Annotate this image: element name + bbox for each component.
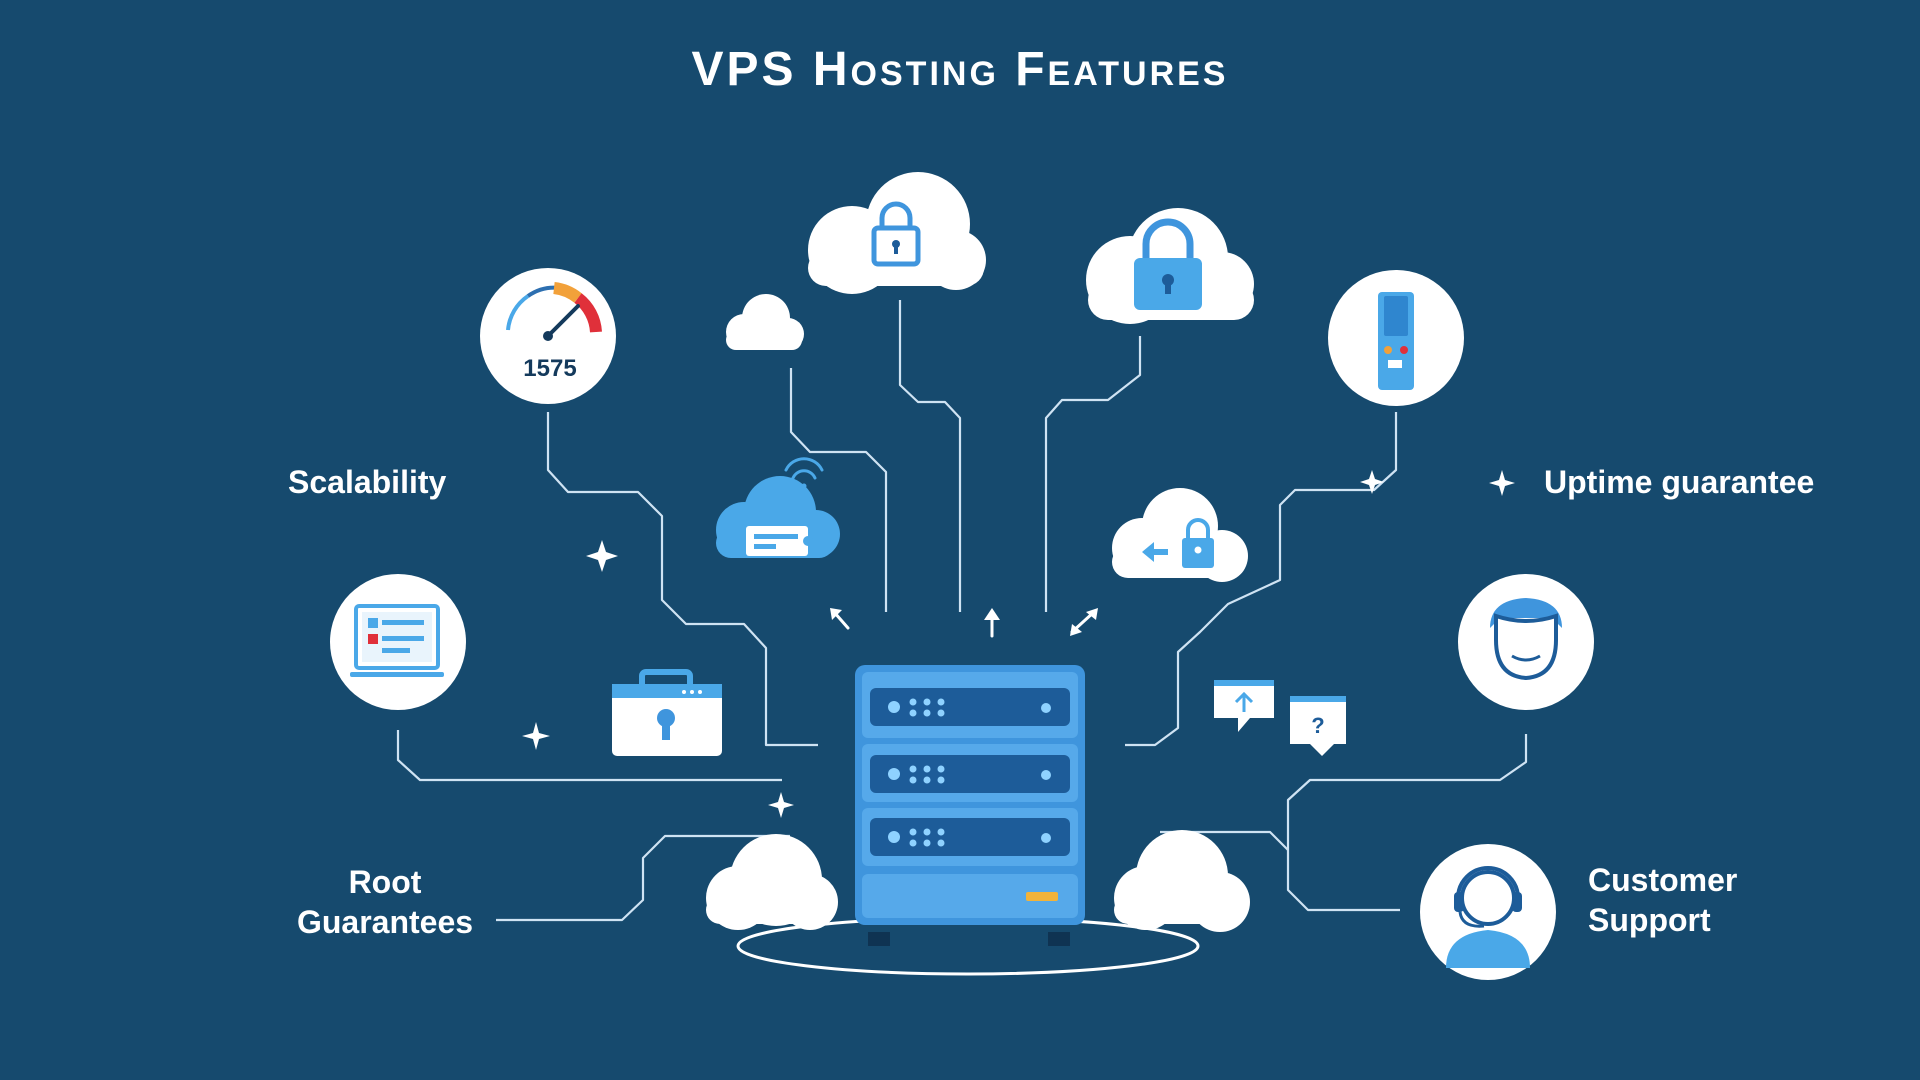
speedometer-icon: 1575 [480,268,616,404]
arrow-up-left-icon [830,608,850,630]
cloud-lock-icon [808,172,986,294]
connector-user [1286,734,1528,912]
sparkle-icon [1489,470,1515,496]
label-uptime-guarantee: Uptime guarantee [1544,464,1815,500]
page-title: VPS Hosting Features [691,43,1229,96]
wifi-icon [784,457,824,489]
server-unit [862,808,1078,866]
remote-control-icon [1328,270,1464,406]
connector-root [496,834,790,922]
connector-lines [396,300,1528,922]
sparkle-icon [586,540,618,572]
cloud-server-icon [716,476,840,558]
connector-small-cloud [789,368,888,612]
arrow-expand-icon [1070,608,1098,636]
connector-admin [396,730,782,782]
server-unit [862,672,1078,738]
connector-lock-cloud [1044,336,1142,612]
label-root-line2: Guarantees [296,904,474,940]
connector-user-server [1160,830,1289,851]
headset-support-icon [1420,844,1556,980]
connector-speedometer [546,412,818,747]
label-support-line2: Support [1588,902,1711,938]
label-customer-support: Customer Support [1588,860,1737,940]
sparkle-icon [768,792,794,818]
admin-panel-icon [330,574,466,710]
cloud-icon [1114,830,1250,932]
speedometer-value: 1575 [523,355,576,382]
briefcase-lock-icon [612,669,722,756]
cloud-lock-icon [1086,208,1254,324]
label-support-line1: Customer [1588,862,1738,898]
server-rack-icon [855,665,1085,946]
svg-text:?: ? [1311,713,1324,738]
chat-bubbles-icon: ? [1214,680,1346,756]
label-scalability: Scalability [288,464,447,500]
cloud-icon [726,294,804,350]
connector-top-cloud [898,300,962,612]
sparkles [522,470,1515,818]
sparkle-icon [522,722,550,750]
cloud-icon [706,834,838,930]
arrow-up-icon [984,608,1000,638]
sparkle-icon [1360,470,1384,494]
connector-arrows [830,608,1098,638]
server-unit [862,744,1078,802]
connector-remote [1125,412,1398,747]
label-root-guarantees: Root Guarantees [280,862,490,942]
cloud-transfer-icon [1112,488,1248,582]
label-root-line1: Root [348,864,422,900]
user-icon [1458,574,1594,710]
